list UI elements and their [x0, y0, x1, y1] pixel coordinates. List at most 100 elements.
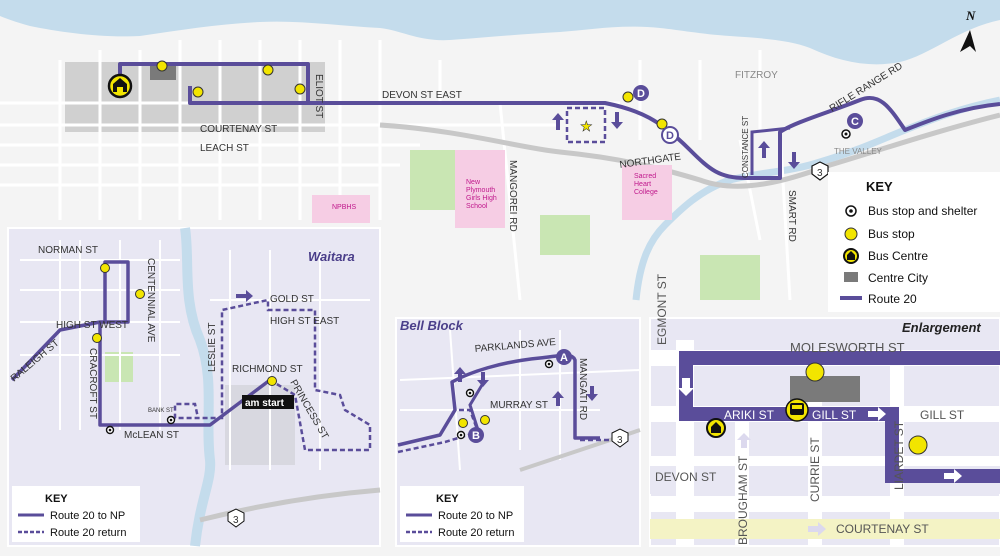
- mclean-st-label: McLEAN ST: [124, 430, 179, 441]
- brougham-st-label: BROUGHAM ST: [736, 455, 750, 545]
- centennial-ave-label: CENTENNIAL AVE: [145, 258, 156, 343]
- centre-city-block: [790, 376, 860, 402]
- enlargement-inset: Enlargement MOLESWORTH ST EGMONT ST ARIK…: [649, 273, 1000, 547]
- bus-stop-shelter: [465, 388, 475, 398]
- bus-stop-shelter: [456, 430, 466, 440]
- street-leach-st: LEACH ST: [200, 143, 249, 154]
- mangati-rd-label: MANGATI RD: [577, 358, 588, 420]
- high-st-west-label: HIGH ST WEST: [56, 320, 128, 331]
- liardet-st-label: LIARDET ST: [892, 420, 906, 490]
- title-label: KEY: [45, 493, 68, 505]
- sacred-heart-zone: [622, 165, 672, 220]
- sea: [0, 0, 1000, 65]
- courtenay-st-label: COURTENAY ST: [836, 522, 929, 536]
- north-arrow-icon: N: [960, 8, 976, 52]
- main-key: KEY Bus stop and shelter Bus stop Bus Ce…: [828, 172, 1000, 312]
- star-icon: ★: [580, 118, 593, 134]
- am-start-badge: [242, 395, 294, 409]
- bus-stop-shelter: [105, 425, 115, 435]
- title-label: KEY: [436, 493, 459, 505]
- bus-stop: [156, 60, 168, 72]
- 1-label: Route 20 return: [438, 527, 514, 539]
- street-rifle-range-rd: RIFLE RANGE RD: [828, 61, 905, 115]
- marker-b: B: [468, 427, 484, 443]
- highway-shield-label: 3: [233, 515, 239, 526]
- d1-label: D: [637, 88, 645, 100]
- place-the-valley: THE VALLEY: [834, 147, 883, 156]
- gill-st-2-label: GILL ST: [920, 408, 965, 422]
- bus-stop-icon: [844, 227, 858, 241]
- bus-stop-shelter: [166, 415, 176, 425]
- bus-stop-shelter: [544, 359, 554, 369]
- arrow-down-icon: [788, 152, 800, 169]
- 4-label: Route 20: [868, 292, 917, 306]
- richmond-st-label: RICHMOND ST: [232, 364, 303, 375]
- arrow-right-icon: [236, 290, 253, 302]
- marker-d2: D: [661, 126, 679, 144]
- highway-3: [379, 112, 1000, 189]
- arrow-up-icon: [454, 367, 466, 382]
- 0-label: Bus stop and shelter: [868, 204, 977, 218]
- bus-stop: [908, 435, 928, 455]
- bus-stop: [92, 333, 102, 343]
- ariki-st-label: ARIKI ST: [724, 408, 775, 422]
- route-dashed-box: [565, 106, 607, 144]
- arrow-right-icon: [868, 407, 886, 421]
- street-smart-rd: SMART RD: [786, 190, 797, 242]
- norman-st-label: NORMAN ST: [38, 245, 98, 256]
- direction-arrows: [552, 112, 800, 169]
- high-st-east-label: HIGH ST EAST: [270, 316, 339, 327]
- bus-stop: [458, 418, 468, 428]
- waitara-inset: am start Waitara NORMAN ST HIGH ST WEST …: [7, 227, 381, 547]
- npbhs-zone: [312, 195, 370, 223]
- marker-c: C: [847, 113, 863, 129]
- highway-shield: 3: [611, 428, 629, 448]
- murray-st-label: MURRAY ST: [490, 400, 548, 411]
- bus-stop: [192, 86, 204, 98]
- marker-d1: D: [633, 85, 649, 101]
- bus-stops: [156, 60, 668, 130]
- molesworth-st-label: MOLESWORTH ST: [790, 340, 905, 355]
- bus-stop: [262, 64, 274, 76]
- cracroft-st-label: CRACROFT ST: [87, 348, 98, 419]
- place-npbhs: NPBHS: [332, 204, 356, 211]
- devon-st-label: DEVON ST: [655, 470, 717, 484]
- waitara-route-to-np: [10, 260, 272, 427]
- arrow-down-icon: [611, 112, 623, 129]
- title-label: Bell Block: [400, 318, 464, 333]
- bell-block-inset: A B Bell Block PARKLANDS AVE MURRAY ST M…: [395, 317, 641, 547]
- gold-st-label: GOLD ST: [270, 294, 314, 305]
- arrow-up-icon: [552, 391, 564, 406]
- 1-label: Bus stop: [868, 227, 915, 241]
- street-courtenay-st: COURTENAY ST: [200, 124, 277, 135]
- arrow-down-icon: [477, 372, 489, 387]
- place-fitzroy: FITZROY: [735, 70, 778, 81]
- currie-st-label: CURRIE ST: [808, 437, 822, 502]
- bus-stop: [480, 415, 490, 425]
- bus-centre-icon: [107, 73, 133, 99]
- bus-stop: [622, 91, 634, 103]
- park: [700, 255, 760, 300]
- leslie-st-label: LESLIE ST: [207, 323, 218, 372]
- highway-shield-label: 3: [617, 435, 623, 446]
- 3-label: Centre City: [868, 271, 928, 285]
- park: [540, 215, 590, 255]
- waitara-route-return: [173, 298, 372, 452]
- street-constance-st: CONSTANCE ST: [741, 116, 750, 178]
- girls-high-zone: [455, 150, 505, 228]
- bus-stop: [135, 289, 145, 299]
- highway-shield: 3: [227, 508, 245, 528]
- bus-stop: [267, 376, 277, 386]
- am-start-label: am start: [245, 398, 285, 409]
- street-devon-st-east: DEVON ST EAST: [382, 90, 462, 101]
- centre-city: [65, 62, 325, 132]
- a-label: A: [560, 352, 568, 364]
- bus-stop: [805, 362, 825, 382]
- arrow-right-icon: [944, 469, 962, 483]
- bus-stop: [656, 118, 668, 130]
- 2-label: Bus Centre: [868, 249, 928, 263]
- title-label: KEY: [866, 179, 893, 194]
- route-20-loop: [750, 126, 791, 175]
